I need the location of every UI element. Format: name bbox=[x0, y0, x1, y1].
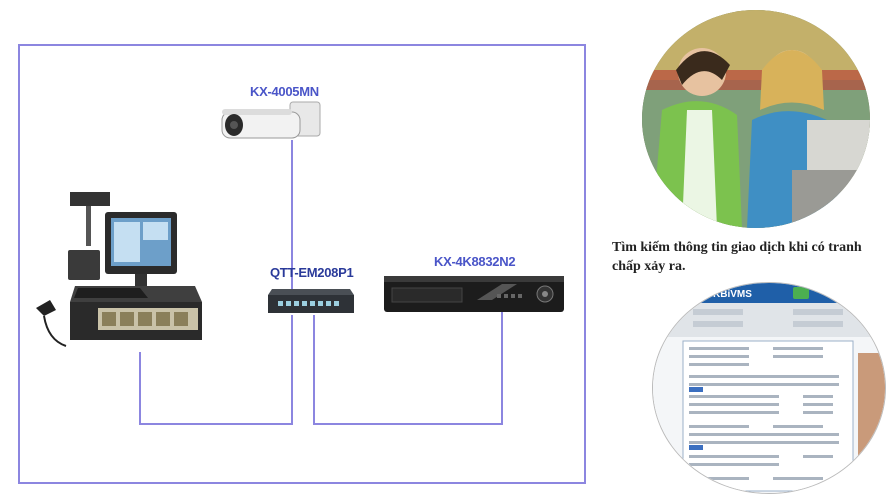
bullet-camera-icon bbox=[221, 101, 321, 139]
wire-pos-bottom bbox=[139, 423, 293, 425]
vms-software-screenshot: KBiVMS bbox=[652, 282, 886, 494]
vms-window-illustration: KBiVMS bbox=[653, 283, 885, 493]
cashier-scene-illustration bbox=[642, 10, 870, 228]
caption-text: Tìm kiếm thông tin giao dịch khi có tran… bbox=[612, 240, 862, 274]
wire-camera-switch bbox=[291, 140, 293, 290]
nvr-recorder-icon bbox=[384, 276, 564, 312]
camera-label: KX-4005MN bbox=[250, 84, 319, 99]
nvr-label: KX-4K8832N2 bbox=[434, 254, 516, 269]
wire-nvr-up bbox=[501, 312, 503, 425]
switch-label: QTT-EM208P1 bbox=[270, 265, 354, 280]
wire-switch-pos-down bbox=[291, 315, 293, 425]
vms-logo-text: KBiVMS bbox=[713, 289, 752, 300]
pos-terminal-icon bbox=[36, 192, 202, 347]
wire-nvr-bottom bbox=[313, 423, 503, 425]
cashier-photo bbox=[642, 10, 870, 228]
wire-pos-up bbox=[139, 352, 141, 424]
diagram-frame bbox=[18, 44, 586, 484]
wire-switch-nvr-down bbox=[313, 315, 315, 425]
poe-switch-icon bbox=[268, 289, 354, 313]
